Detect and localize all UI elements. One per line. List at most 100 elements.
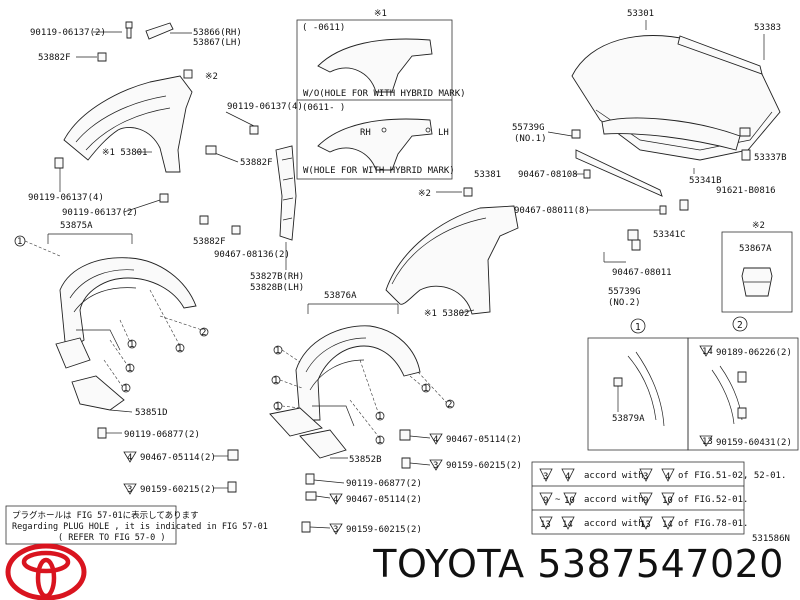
label-90159-60431: 90159-60431(2) (716, 438, 792, 448)
label-90119-06137-4a: 90119-06137(4) (227, 102, 303, 112)
hybrid-hole-lh (425, 127, 431, 133)
note-line-refer: ( REFER TO FIG 57‐0 ) (58, 533, 165, 543)
ref-circle-1-text: 1 (127, 364, 132, 374)
accord-row1-mid: accord with (584, 471, 644, 481)
detail-circle-1 (630, 318, 646, 334)
tri-row2-b (563, 492, 577, 506)
label-53866-rh: 53866(RH) (193, 28, 242, 38)
centre-fender-group: ※2 ※1 53802 (385, 187, 519, 319)
inset-rh: RH (360, 128, 371, 138)
ref-circle-1-text: 1 (275, 402, 280, 412)
accord-row3-d: 14 (662, 520, 673, 530)
tri-mark-13 (699, 435, 713, 447)
tri-row3-c (639, 516, 653, 530)
label-53341c: 53341C (653, 230, 686, 240)
ref-circle-1-text: 1 (177, 344, 182, 354)
footer-brand: TOYOTA (373, 542, 525, 586)
accord-row2-mid: accord with (584, 495, 644, 505)
ref-circle-1-text: 1 (377, 412, 382, 422)
accord-row2-ref: of FIG.52-01. (678, 495, 748, 505)
tri-row3-a (539, 516, 553, 530)
accord-row3-b: 14 (562, 520, 573, 530)
ref-circle-1 (175, 343, 185, 353)
tri-row1-d (661, 468, 675, 482)
label-90467-05114-b: 90467-05114(2) (446, 435, 522, 445)
ref-circle-1-text: 1 (123, 384, 128, 394)
detail-1-sheet (627, 351, 665, 427)
ref-circle-2 (199, 327, 209, 337)
clip-part (305, 491, 317, 501)
clip-part (205, 145, 217, 155)
note-mark-2b: ※2 (418, 189, 431, 199)
label-53867a: 53867A (739, 244, 772, 254)
inset-row1-caption: W/O(HOLE FOR WITH HYBRID MARK) (303, 89, 466, 99)
clip-part (737, 371, 747, 383)
label-53381: 53381 (474, 170, 501, 180)
label-90467-08011-8: 90467-08011(8) (514, 206, 590, 216)
inset-row2-caption: W(HOLE FOR WITH HYBRID MARK) (303, 166, 455, 176)
label-90159-60215-b: 90159-60215(2) (446, 461, 522, 471)
label-53852b: 53852B (349, 455, 382, 465)
tri-mark-4 (329, 493, 343, 505)
label-90189-06226: 90189-06226(2) (716, 348, 792, 358)
note-box-frame (5, 505, 177, 545)
tri-row1-c (639, 468, 653, 482)
tri-mark-3 (123, 483, 137, 495)
bumper-part (679, 199, 689, 211)
label-90159-60215-a: 90159-60215(2) (140, 485, 216, 495)
fender-liner-53875a (59, 257, 197, 353)
hood-53301 (571, 35, 781, 161)
bolt-icon (737, 407, 747, 419)
label-53882f-b: 53882F (240, 158, 273, 168)
tri-row1-a (539, 468, 553, 482)
label-53341b: 53341B (689, 176, 722, 186)
toyota-logo (5, 543, 87, 600)
accord-row2-a: 9 (543, 496, 548, 506)
hood-group: 53301 53383 55739G (NO.1) 53381 90467-08… (474, 9, 793, 313)
label-53301: 53301 (627, 9, 654, 19)
hood-molding-53383 (677, 35, 763, 75)
detail-circle-1-text: 1 (635, 322, 641, 333)
bolt-icon (301, 521, 311, 533)
ref-circle-1-text: 1 (17, 237, 22, 247)
label-55739g-b-no: (NO.2) (608, 298, 641, 308)
accord-row3-a: 13 (540, 520, 551, 530)
shield-53851d (71, 375, 125, 411)
note-mark-2a: ※2 (205, 72, 218, 82)
tri-mark-3-text: 3 (127, 485, 132, 495)
shield-53852b (299, 429, 347, 459)
clip-part (463, 187, 473, 197)
inset-title: ※1 (374, 9, 387, 19)
label-53876a: 53876A (324, 291, 357, 301)
tri-mark-14-text: 14 (702, 347, 713, 357)
fender-with-hole (317, 118, 433, 171)
label-90119-06137-4b: 90119-06137(4) (28, 193, 104, 203)
footer-part-number: 5387547020 (537, 542, 784, 586)
drawing-id: 531586N (752, 534, 790, 544)
ref-circle-1-text: 1 (423, 384, 428, 394)
ref-circle-2-text: 2 (201, 328, 206, 338)
label-53802: ※1 53802 (424, 309, 469, 319)
logo-vertical-ring (35, 557, 57, 599)
label-53383: 53383 (754, 23, 781, 33)
bolt-icon (54, 157, 64, 169)
accord-row1-ref: of FIG.51-02, 52-01. (678, 471, 786, 481)
ref-circle-1-text: 1 (377, 436, 382, 446)
label-90119-06137-2b: 90119-06137(2) (62, 208, 138, 218)
accord-row3-mid: accord with (584, 519, 644, 529)
tri-row2-c (639, 492, 653, 506)
ref-circle-1 (125, 363, 135, 373)
bolt-icon (97, 427, 107, 439)
label-53875a: 53875A (60, 221, 93, 231)
label-53867-lh: 53867(LH) (193, 38, 242, 48)
label-53879a: 53879A (612, 414, 645, 424)
ref-circle-1 (421, 383, 431, 393)
bumper-part (739, 127, 751, 137)
label-90467-08108: 90467-08108 (518, 170, 578, 180)
tri-mark-13-text: 13 (702, 437, 713, 447)
ref-circle-1 (121, 383, 131, 393)
ref-circle-1 (127, 339, 137, 349)
note-line-jp: プラグホールは FIG 57‐01に表示してあります (12, 510, 199, 521)
centre-liner-group: 53876A 1 1 1 1 2 1 1 53852B 4 90467- (269, 291, 522, 535)
